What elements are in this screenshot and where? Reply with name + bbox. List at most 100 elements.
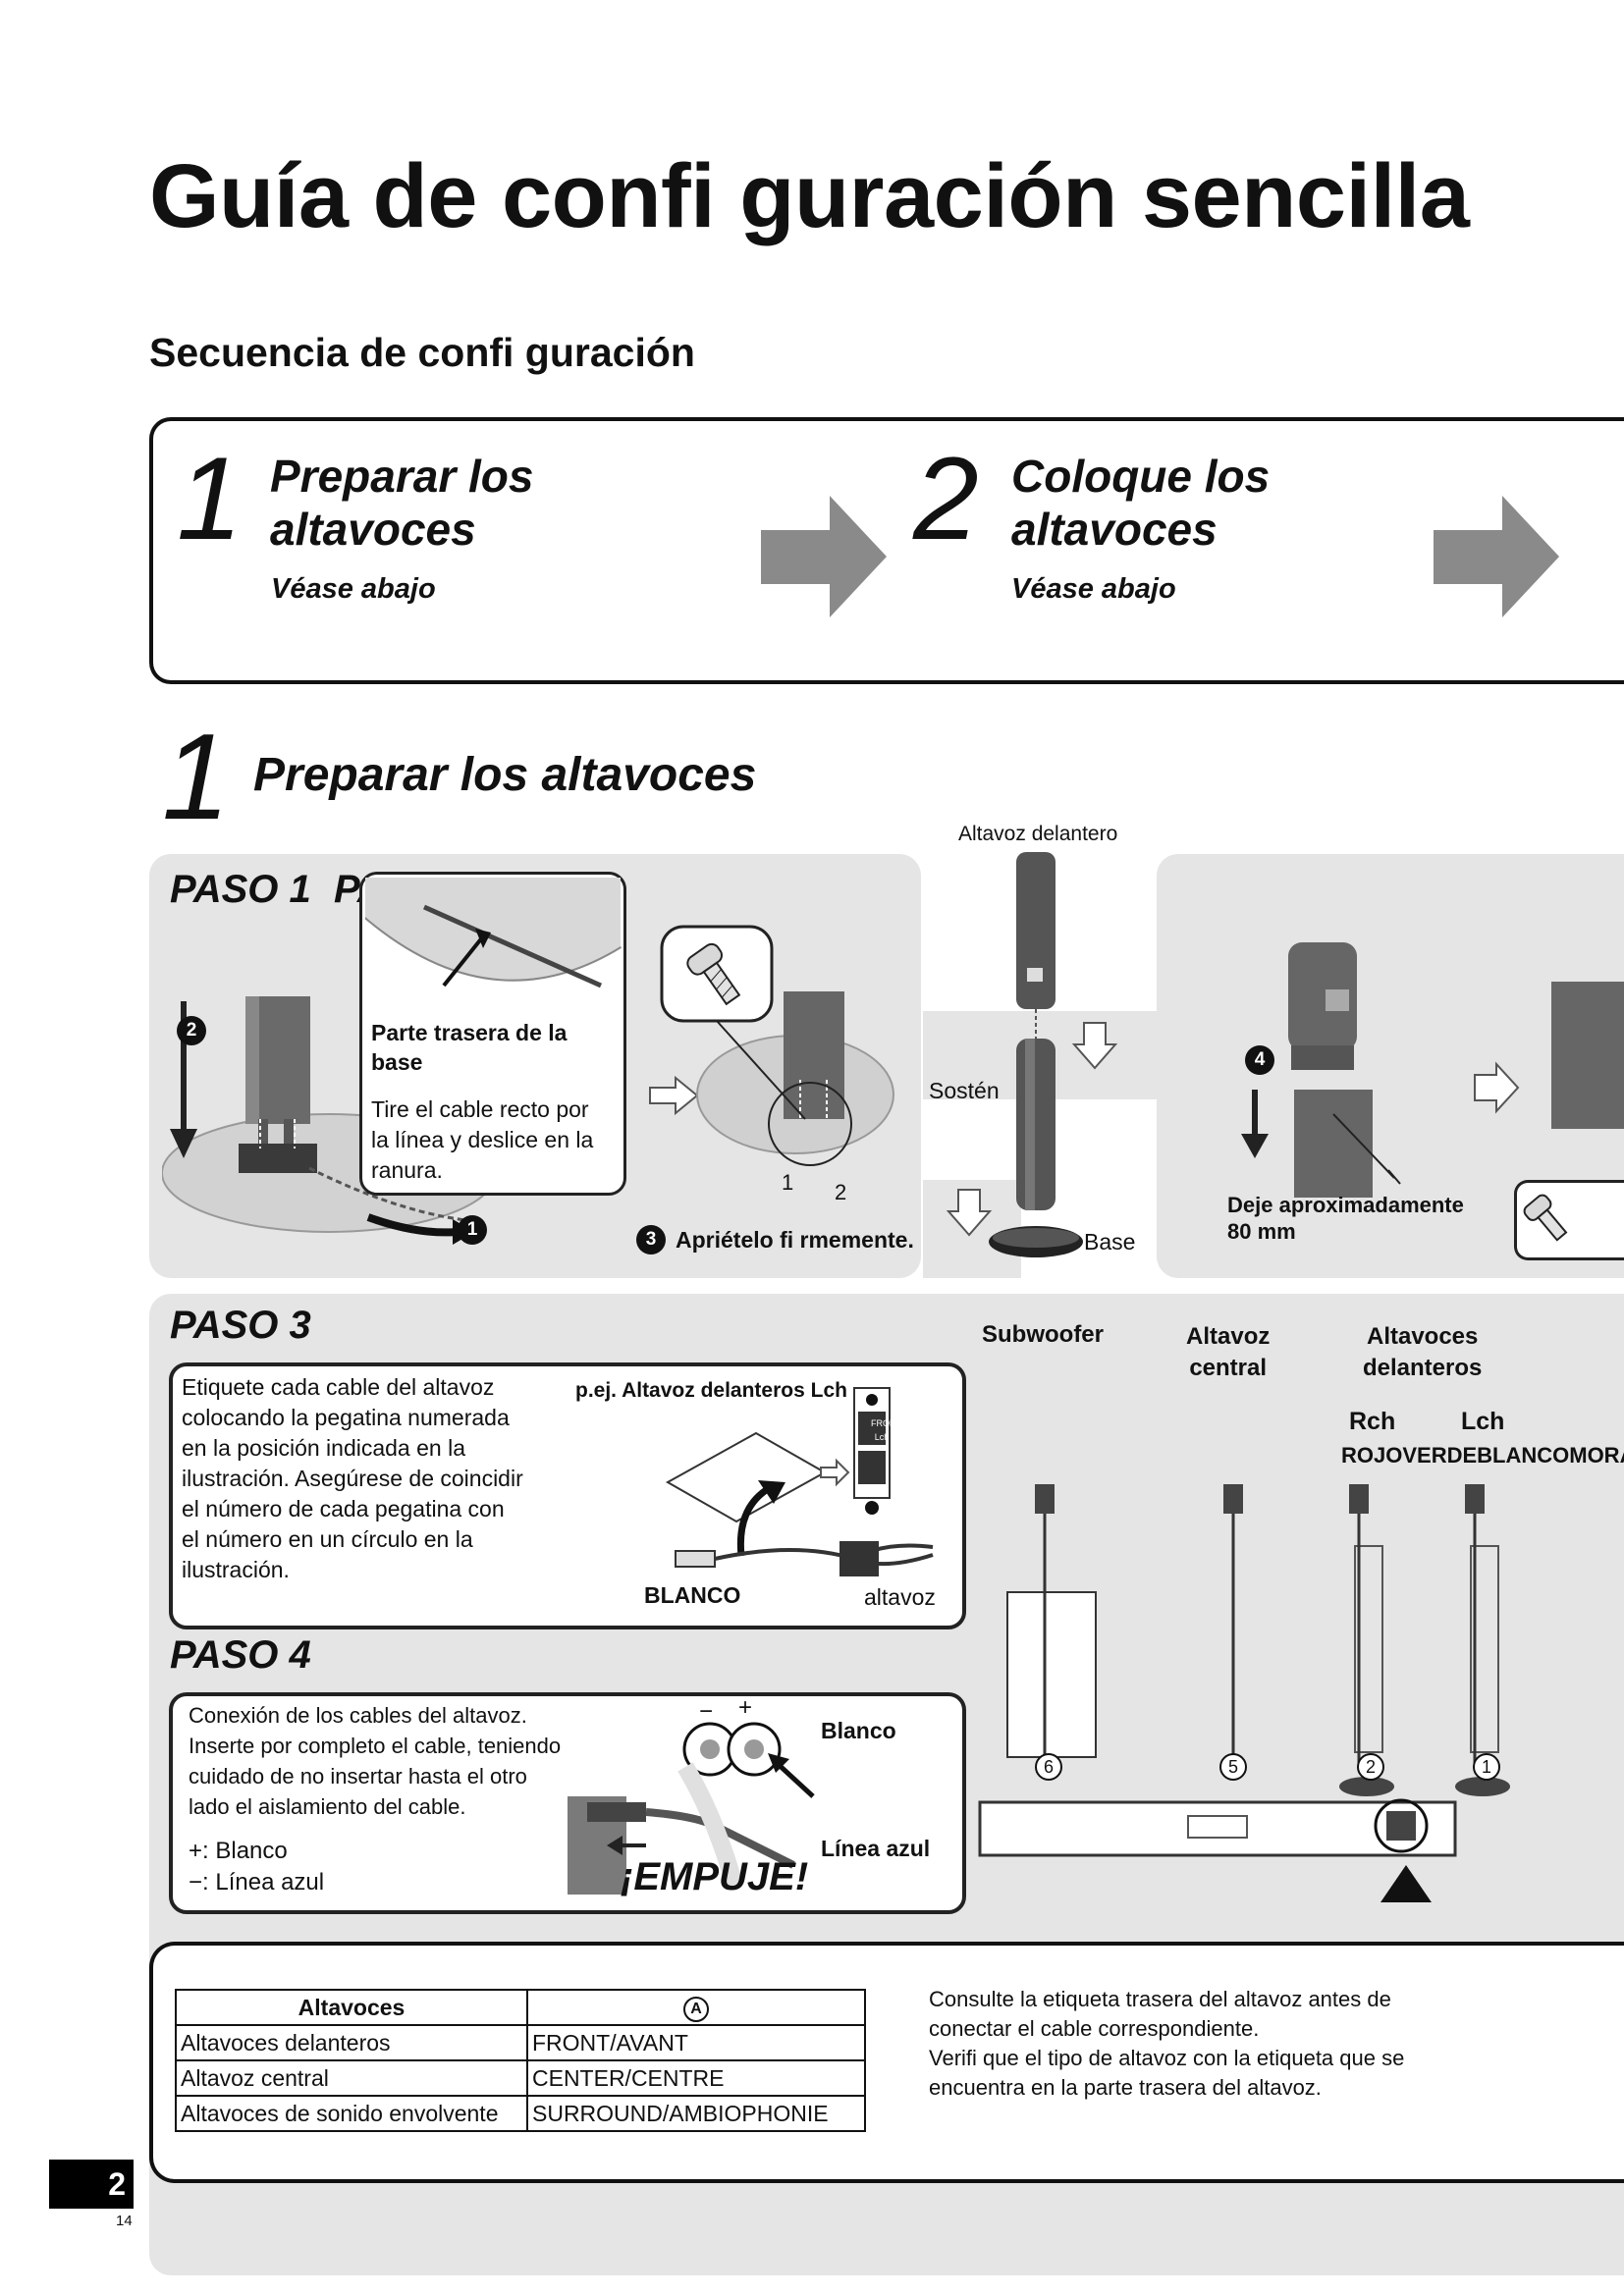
paso-4-text-line: cuidado de no insertar hasta el otro bbox=[189, 1764, 527, 1789]
base-label: Base bbox=[1084, 1229, 1136, 1255]
front-speakers-label-line1: Altavoces bbox=[1366, 1323, 1479, 1350]
paso-3-text-line: el número de cada pegatina con bbox=[182, 1496, 505, 1522]
callout-text: Tire el cable recto por la línea y desli… bbox=[371, 1095, 593, 1186]
plus-sign: + bbox=[738, 1694, 753, 1721]
paso-4-text-line: Conexión de los cables del altavoz. bbox=[189, 1703, 527, 1728]
lch-circle-number: 1 bbox=[1473, 1753, 1500, 1781]
paso-4-text: Conexión de los cables del altavoz. Inse… bbox=[189, 1700, 561, 1822]
table-cell: Altavoz central bbox=[175, 2059, 528, 2097]
front-speakers-label: Altavoces delanteros bbox=[1363, 1321, 1482, 1384]
polarity-minus: −: Línea azul bbox=[189, 1869, 325, 1896]
section-number: 1 bbox=[162, 710, 230, 845]
subwoofer-label: Subwoofer bbox=[982, 1321, 1104, 1348]
table-header-speakers: Altavoces bbox=[175, 1989, 528, 2026]
empuje-label: ¡EMPUJE! bbox=[621, 1855, 809, 1898]
sequence-step-2-title-line1: Coloque los bbox=[1011, 451, 1271, 502]
central-speaker-label: Altavoz central bbox=[1186, 1321, 1270, 1384]
step-3-caption: 3 Apriételo fi rmemente. bbox=[636, 1225, 914, 1255]
table-note-line: conectar el cable correspondiente. bbox=[929, 2016, 1260, 2041]
sequence-step-2-sub: Véase abajo bbox=[1011, 573, 1176, 605]
sequence-step-2-title-line2: altavoces bbox=[1011, 504, 1218, 555]
wire-colors-label: ROJOVERDEBLANCOMORADO bbox=[1341, 1443, 1624, 1468]
step-2-marker: 2 bbox=[177, 1016, 206, 1045]
sticker-lch-text: Lch bbox=[874, 1432, 890, 1442]
paso-4-label: PASO 4 bbox=[170, 1633, 311, 1677]
sequence-step-1-title-line1: Preparar los bbox=[270, 451, 534, 502]
sequence-step-1-title: Preparar los altavoces bbox=[270, 450, 533, 556]
speaker-label-table: Altavoces A Altavoces delanteros FRONT/A… bbox=[175, 1989, 866, 2132]
front-speakers-label-line2: delanteros bbox=[1363, 1355, 1483, 1381]
paso-3-text-line: el número en un círculo en la bbox=[182, 1526, 473, 1552]
table-row: Altavoces de sonido envolvente SURROUND/… bbox=[175, 2095, 866, 2132]
paso-3-text: Etiquete cada cable del altavoz colocand… bbox=[182, 1372, 523, 1585]
next-arrow-icon bbox=[1434, 496, 1559, 617]
paso-4-text-line: lado el aislamiento del cable. bbox=[189, 1794, 466, 1819]
paso-3-text-line: ilustración. Asegúrese de coincidir bbox=[182, 1466, 523, 1491]
num-1: 1 bbox=[1473, 1753, 1500, 1781]
front-speaker-illustration bbox=[989, 852, 1083, 1257]
screw-label-1: 1 bbox=[782, 1170, 794, 1195]
gap-instruction: Deje aproximadamente 80 mm bbox=[1227, 1192, 1464, 1245]
screw-detail-illustration bbox=[660, 925, 894, 1166]
central-circle-number: 5 bbox=[1219, 1753, 1247, 1781]
callout-text-line1: Tire el cable recto por bbox=[371, 1096, 589, 1122]
callout-text-line3: ranura. bbox=[371, 1157, 443, 1183]
table-note-line: Consulte la etiqueta trasera del altavoz… bbox=[929, 1987, 1391, 2011]
paso-3-text-line: en la posición indicada en la bbox=[182, 1435, 465, 1461]
sticker-illustration bbox=[665, 1387, 934, 1576]
blanco-label: BLANCO bbox=[644, 1582, 741, 1608]
screw-label-2: 2 bbox=[835, 1180, 847, 1204]
lch-label: Lch bbox=[1461, 1408, 1505, 1435]
table-note-line: Verifi que el tipo de altavoz con la eti… bbox=[929, 2046, 1405, 2070]
cable-insert-illustration bbox=[568, 1722, 815, 1895]
table-header-a: A bbox=[526, 1989, 866, 2026]
paso-3-text-line: ilustración. bbox=[182, 1557, 290, 1582]
table-note-line: encuentra en la parte trasera del altavo… bbox=[929, 2075, 1322, 2100]
table-row: Altavoz central CENTER/CENTRE bbox=[175, 2059, 866, 2097]
step-1-marker: 1 bbox=[458, 1215, 487, 1245]
page-title: Guía de confi guración sencilla bbox=[149, 146, 1470, 246]
next-arrow-icon bbox=[761, 496, 887, 617]
altavoz-label: altavoz bbox=[864, 1584, 936, 1610]
page-number: 2 bbox=[49, 2160, 134, 2209]
paso-4-text-line: Inserte por completo el cable, teniendo bbox=[189, 1734, 562, 1758]
holder-label: Sostén bbox=[929, 1078, 1000, 1103]
minus-sign: − bbox=[699, 1698, 714, 1725]
table-cell: CENTER/CENTRE bbox=[526, 2059, 866, 2097]
callout-title: Parte trasera de la base bbox=[371, 1018, 567, 1077]
step-1-number: 1 bbox=[458, 1215, 487, 1245]
hollow-arrow-right-icon bbox=[649, 1076, 699, 1115]
gap-instruction-line2: 80 mm bbox=[1227, 1219, 1296, 1244]
sequence-step-1-title-line2: altavoces bbox=[270, 504, 476, 555]
step-3-number: 3 bbox=[636, 1225, 666, 1255]
paso-1-label: PASO 1 bbox=[170, 868, 311, 911]
central-speaker-label-line2: central bbox=[1189, 1355, 1268, 1381]
sequence-step-1-number: 1 bbox=[177, 433, 243, 564]
num-5: 5 bbox=[1219, 1753, 1247, 1781]
table-note: Consulte la etiqueta trasera del altavoz… bbox=[929, 1985, 1404, 2103]
speaker-mount-illustration bbox=[1241, 942, 1624, 1198]
sequence-step-1-sub: Véase abajo bbox=[271, 573, 436, 605]
polarity-legend: +: Blanco −: Línea azul bbox=[189, 1836, 324, 1898]
paso-3-label: PASO 3 bbox=[170, 1304, 311, 1347]
front-speaker-label: Altavoz delantero bbox=[958, 823, 1118, 845]
table-cell: Altavoces delanteros bbox=[175, 2024, 528, 2061]
speaker-connection-diagram bbox=[978, 1484, 1510, 1902]
step-4-marker: 4 bbox=[1245, 1045, 1274, 1075]
linea-azul-label: Línea azul bbox=[821, 1836, 931, 1861]
page-number-small: 14 bbox=[116, 2213, 133, 2229]
sequence-step-2-number: 2 bbox=[913, 433, 979, 564]
rch-circle-number: 2 bbox=[1357, 1753, 1384, 1781]
table-cell: Altavoces de sonido envolvente bbox=[175, 2095, 528, 2132]
table-cell: FRONT/AVANT bbox=[526, 2024, 866, 2061]
page-subtitle: Secuencia de confi guración bbox=[149, 330, 695, 375]
screw-icon bbox=[1523, 1194, 1568, 1242]
callout-title-line1: Parte trasera de la bbox=[371, 1020, 568, 1045]
subwoofer-circle-number: 6 bbox=[1035, 1753, 1062, 1781]
polarity-plus: +: Blanco bbox=[189, 1838, 288, 1864]
table-row: Altavoces delanteros FRONT/AVANT bbox=[175, 2024, 866, 2061]
hollow-arrow-down-icon bbox=[1072, 1022, 1117, 1070]
example-label: p.ej. Altavoz delanteros Lch bbox=[575, 1379, 847, 1402]
step-2-number: 2 bbox=[177, 1016, 206, 1045]
setup-sequence-box bbox=[149, 417, 1624, 684]
